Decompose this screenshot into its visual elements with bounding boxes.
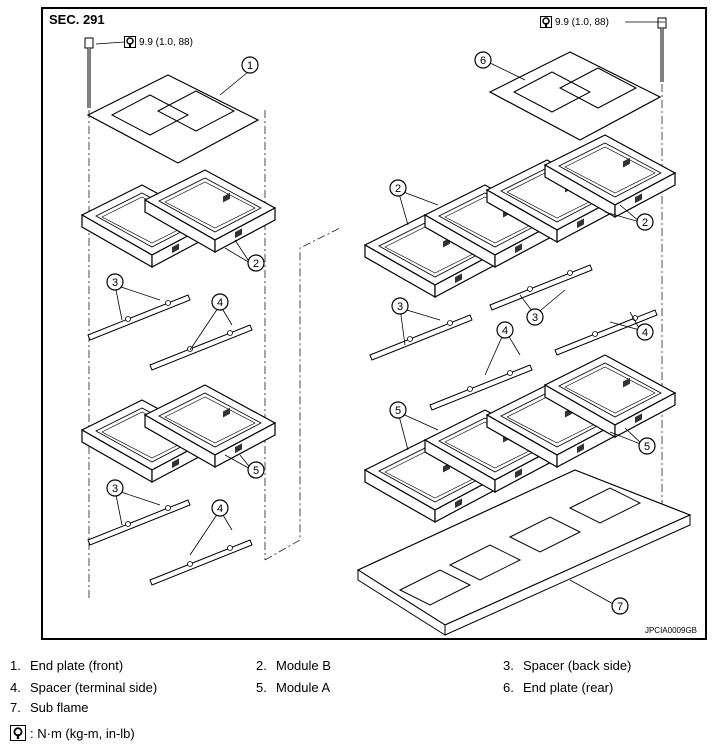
callout-label: 2 <box>642 217 648 229</box>
callout: 4 <box>636 323 654 341</box>
torque-wrench-icon <box>124 36 136 48</box>
unit-text: : N·m (kg-m, in-lb) <box>30 725 135 741</box>
stack-link-line <box>264 227 341 561</box>
callout-label: 4 <box>642 327 648 339</box>
callout-label: 1 <box>247 60 253 72</box>
callout: 2 <box>636 213 654 231</box>
callout: 5 <box>247 461 265 479</box>
callout: 4 <box>496 321 514 339</box>
figure-code: JPCIA0009GB <box>644 626 697 635</box>
callout: 4 <box>211 293 229 311</box>
spacer-terminal-left-1 <box>149 324 253 371</box>
callout: 6 <box>474 51 492 69</box>
callout-label: 4 <box>502 325 508 337</box>
callout-label: 6 <box>480 55 486 67</box>
callout: 3 <box>391 297 409 315</box>
spacer-back-right-2 <box>489 264 593 311</box>
callout-label: 3 <box>112 277 118 289</box>
exploded-view-diagram: 1 2 2 3 4 5 3 4 6 2 2 3 3 4 4 5 5 7 <box>81 17 692 636</box>
torque-spec-left: 9.9 (1.0, 88) <box>124 36 193 48</box>
legend-item: 5.Module A <box>256 680 331 695</box>
legend-item: 7.Sub flame <box>10 700 89 715</box>
callout-label: 3 <box>397 301 403 313</box>
callout-label: 5 <box>395 405 401 417</box>
torque-wrench-icon <box>10 725 26 741</box>
torque-value-left: 9.9 (1.0, 88) <box>139 36 193 48</box>
callout-label: 5 <box>644 441 650 453</box>
torque-unit-note: : N·m (kg-m, in-lb) <box>10 725 135 741</box>
callout: 3 <box>106 273 124 291</box>
legend-item: 1.End plate (front) <box>10 658 124 673</box>
legend-item: 3.Spacer (back side) <box>503 658 632 673</box>
spacer-back-right-1 <box>369 314 473 361</box>
spacer-back-left-1 <box>87 294 191 341</box>
callout: 7 <box>611 597 629 615</box>
torque-value-right: 9.9 (1.0, 88) <box>555 16 609 28</box>
end-plate-front <box>87 74 259 164</box>
end-plate-rear <box>489 51 661 141</box>
callout-label: 3 <box>532 312 538 324</box>
torque-spec-right: 9.9 (1.0, 88) <box>540 16 609 28</box>
section-label: SEC. 291 <box>49 12 105 27</box>
callout-label: 4 <box>217 297 223 309</box>
callout-label: 7 <box>617 601 623 613</box>
callout-label: 5 <box>253 465 259 477</box>
sub-flame <box>356 469 692 636</box>
callout: 3 <box>106 479 124 497</box>
callouts: 1 2 2 3 4 5 3 4 6 2 2 3 3 4 4 5 5 7 <box>106 51 656 615</box>
legend-item: 6.End plate (rear) <box>503 680 614 695</box>
callout: 1 <box>241 56 259 74</box>
bolt-right <box>657 17 667 82</box>
callout: 2 <box>389 179 407 197</box>
leader-lines <box>95 21 665 606</box>
callout-label: 2 <box>395 183 401 195</box>
callout: 5 <box>389 401 407 419</box>
callout: 2 <box>247 254 265 272</box>
callout: 5 <box>638 437 656 455</box>
spacer-back-left-2 <box>87 499 191 546</box>
bolt-left <box>84 37 94 108</box>
callout-label: 4 <box>217 503 223 515</box>
callout-label: 3 <box>112 483 118 495</box>
callout-label: 2 <box>253 258 259 270</box>
legend-item: 2.Module B <box>256 658 331 673</box>
callout: 3 <box>526 308 544 326</box>
spacer-terminal-left-2 <box>149 539 253 586</box>
legend-item: 4.Spacer (terminal side) <box>10 680 158 695</box>
torque-wrench-icon <box>540 16 552 28</box>
callout: 4 <box>211 499 229 517</box>
